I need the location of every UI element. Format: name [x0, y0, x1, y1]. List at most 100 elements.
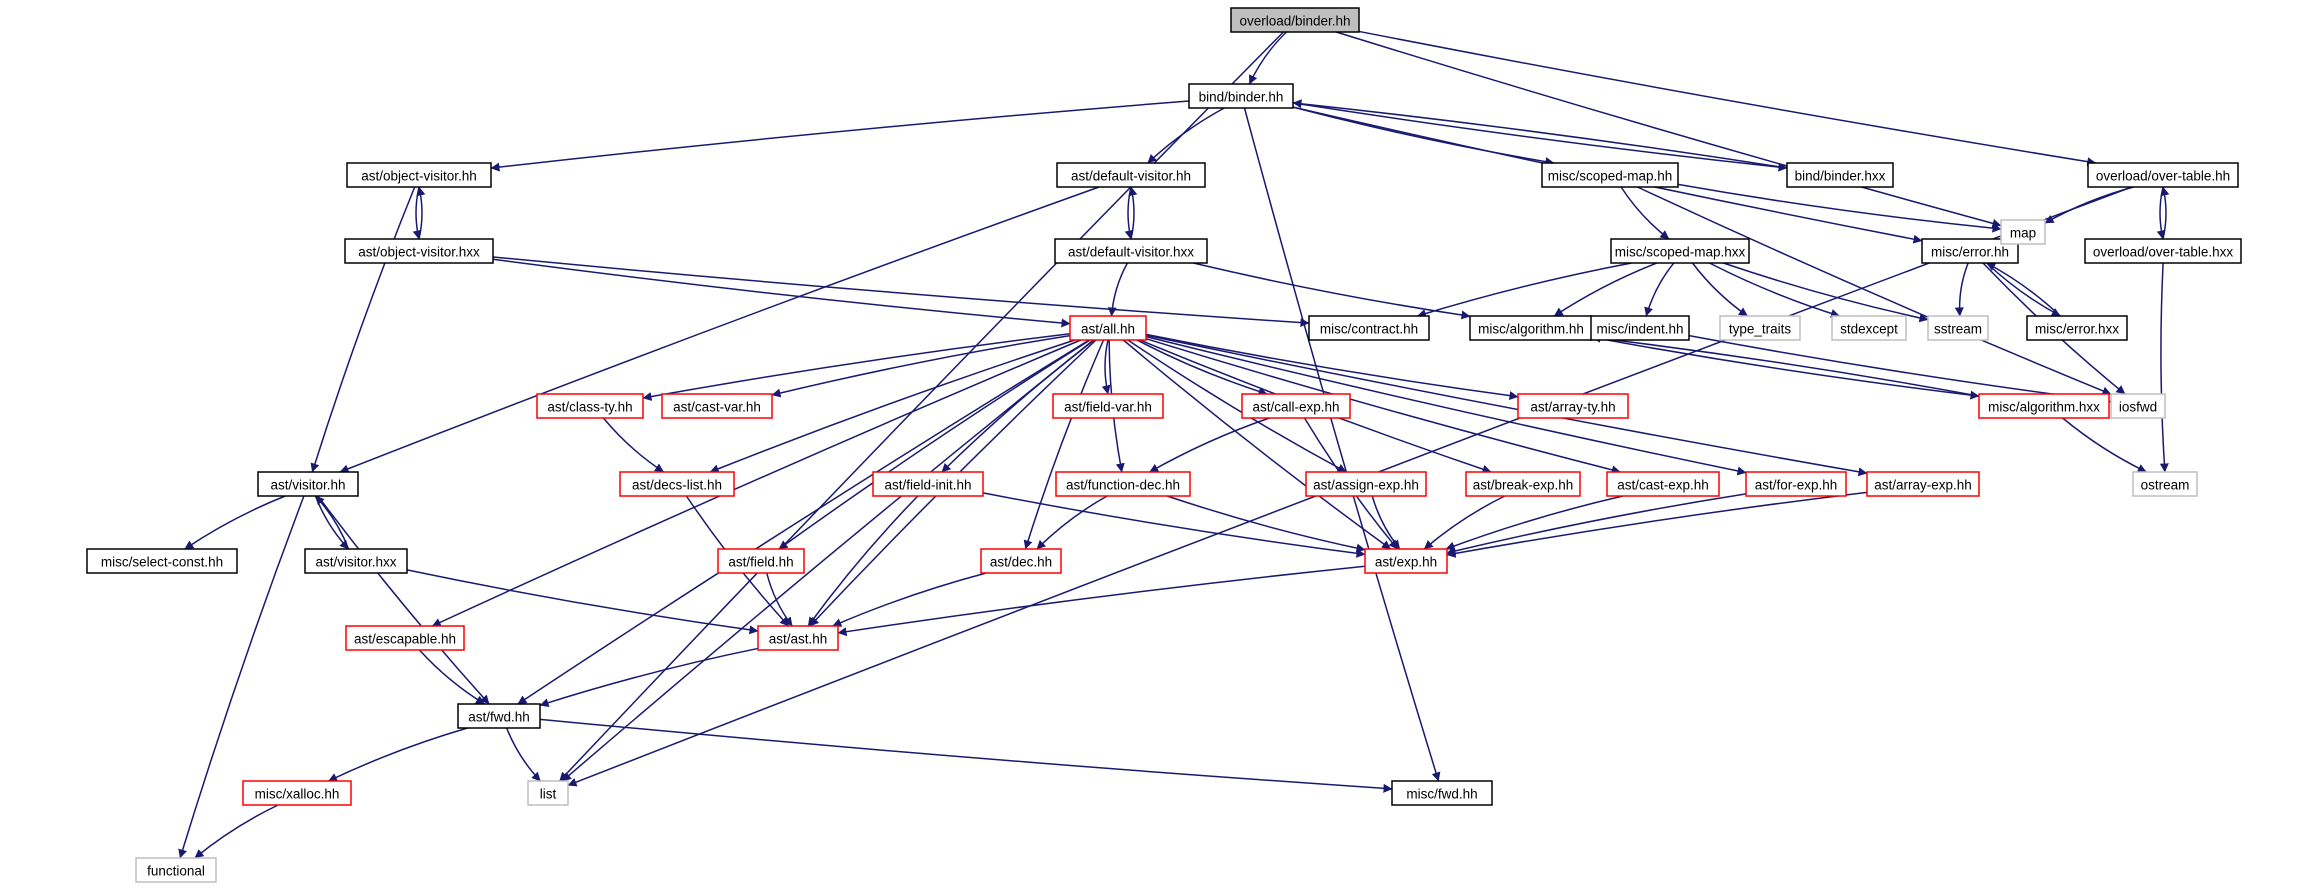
node-type-traits[interactable]: type_traits	[1719, 315, 1801, 341]
node-ast-function-dec-hh[interactable]: ast/function-dec.hh	[1055, 471, 1191, 497]
node-overload-binder-hh[interactable]: overload/binder.hh	[1230, 7, 1360, 33]
node-ast-object-visitor-hh[interactable]: ast/object-visitor.hh	[346, 162, 492, 188]
node-ast-break-exp-hh[interactable]: ast/break-exp.hh	[1465, 471, 1581, 497]
edge-ast_visitor_hh-to-ast_visitor_hxx	[314, 495, 350, 550]
node-ast-exp-hh[interactable]: ast/exp.hh	[1364, 548, 1448, 574]
edge-ast_all_hh-to-ast_fwd_hh	[517, 339, 1090, 705]
edge-ast_default_visitor_hh-to-ast_default_visitor_hxx	[1124, 186, 1134, 240]
node-ast-ast-hh[interactable]: ast/ast.hh	[757, 625, 839, 651]
edge-ast_dec_hh-to-ast_ast_hh	[832, 572, 987, 627]
edge-ast_object_visitor_hxx-to-ast_all_hh	[492, 258, 1071, 328]
edge-overload_over_table_hh-to-overload_over_table_hxx	[2156, 186, 2166, 240]
node-ast-fwd-hh[interactable]: ast/fwd.hh	[457, 703, 541, 729]
edge-ast_all_hh-to-ast_field_var_hh	[1101, 339, 1111, 395]
edge-overload_over_table_hxx-to-ostream	[2159, 262, 2169, 473]
node-box	[2000, 219, 2046, 245]
node-box	[757, 625, 839, 651]
node-box	[1541, 162, 1679, 188]
node-misc-algorithm-hxx[interactable]: misc/algorithm.hxx	[1978, 393, 2110, 419]
edge-misc_error_hh-to-sstream	[1954, 262, 1969, 317]
node-ast-field-hh[interactable]: ast/field.hh	[717, 548, 805, 574]
node-ostream[interactable]: ostream	[2132, 471, 2198, 497]
node-misc-indent-hh[interactable]: misc/indent.hh	[1590, 315, 1690, 341]
node-ast-for-exp-hh[interactable]: ast/for-exp.hh	[1745, 471, 1847, 497]
node-ast-decs-list-hh[interactable]: ast/decs-list.hh	[619, 471, 735, 497]
node-label: ast/field-init.hh	[884, 478, 971, 493]
node-label: misc/algorithm.hxx	[1988, 400, 2100, 415]
node-bind-binder-hh[interactable]: bind/binder.hh	[1188, 83, 1294, 109]
node-overload-over-table-hh[interactable]: overload/over-table.hh	[2087, 162, 2239, 188]
node-sstream[interactable]: sstream	[1927, 315, 1989, 341]
edge-ast_all_hh-to-ast_cast_exp_hh	[1145, 337, 1621, 475]
node-iosfwd[interactable]: iosfwd	[2110, 393, 2166, 419]
edge-bind_binder_hh-to-ast_default_visitor_hh	[1147, 107, 1225, 164]
node-box	[1465, 471, 1581, 497]
edges-layer	[178, 30, 2170, 859]
node-bind-binder-hxx[interactable]: bind/binder.hxx	[1786, 162, 1894, 188]
node-ast-assign-exp-hh[interactable]: ast/assign-exp.hh	[1305, 471, 1427, 497]
edge-bind_binder_hh-to-misc_scoped_map_hh	[1292, 106, 1555, 167]
edge-ast_all_hh-to-ast_for_exp_hh	[1145, 335, 1747, 476]
node-ast-all-hh[interactable]: ast/all.hh	[1069, 315, 1147, 341]
node-label: bind/binder.hh	[1199, 90, 1284, 105]
edge-ast_function_dec_hh-to-ast_dec_hh	[1036, 495, 1108, 550]
node-box	[872, 471, 984, 497]
node-box	[1927, 315, 1989, 341]
node-misc-select-const-hh[interactable]: misc/select-const.hh	[86, 548, 238, 574]
node-misc-contract-hh[interactable]: misc/contract.hh	[1308, 315, 1430, 341]
edge-misc_scoped_map_hxx-to-sstream	[1723, 262, 1929, 323]
edge-ast_all_hh-to-ast_decs_list_hh	[709, 339, 1076, 474]
node-box	[1308, 315, 1430, 341]
node-ast-call-exp-hh[interactable]: ast/call-exp.hh	[1241, 393, 1351, 419]
edge-ast_all_hh-to-ast_array_ty_hh	[1145, 333, 1519, 401]
node-stdexcept[interactable]: stdexcept	[1831, 315, 1907, 341]
edge-ast_all_hh-to-ast_call_exp_hh	[1136, 339, 1268, 396]
node-box	[619, 471, 735, 497]
node-misc-scoped-map-hxx[interactable]: misc/scoped-map.hxx	[1610, 238, 1750, 264]
node-box	[345, 625, 465, 651]
node-box	[1978, 393, 2110, 419]
edge-bind_binder_hh-to-misc_fwd_hh	[1243, 107, 1441, 782]
node-box	[717, 548, 805, 574]
node-list[interactable]: list	[527, 780, 569, 806]
node-box	[980, 548, 1062, 574]
node-ast-default-visitor-hxx[interactable]: ast/default-visitor.hxx	[1054, 238, 1208, 264]
node-ast-visitor-hxx[interactable]: ast/visitor.hxx	[304, 548, 408, 574]
node-ast-visitor-hh[interactable]: ast/visitor.hh	[257, 471, 359, 497]
node-map[interactable]: map	[2000, 219, 2046, 245]
node-ast-escapable-hh[interactable]: ast/escapable.hh	[345, 625, 465, 651]
node-ast-field-var-hh[interactable]: ast/field-var.hh	[1052, 393, 1164, 419]
node-label: iosfwd	[2119, 400, 2157, 415]
node-ast-cast-exp-hh[interactable]: ast/cast-exp.hh	[1606, 471, 1720, 497]
node-ast-field-init-hh[interactable]: ast/field-init.hh	[872, 471, 984, 497]
node-functional[interactable]: functional	[135, 857, 217, 883]
edge-ast_default_visitor_hxx-to-ast_all_hh	[1107, 262, 1129, 317]
node-label: ast/array-exp.hh	[1874, 478, 1972, 493]
node-ast-array-ty-hh[interactable]: ast/array-ty.hh	[1517, 393, 1629, 419]
node-misc-algorithm-hh[interactable]: misc/algorithm.hh	[1469, 315, 1593, 341]
node-ast-object-visitor-hxx[interactable]: ast/object-visitor.hxx	[344, 238, 494, 264]
node-label: ostream	[2141, 478, 2190, 493]
node-label: ast/cast-exp.hh	[1617, 478, 1709, 493]
node-label: misc/error.hh	[1931, 245, 2009, 260]
node-misc-xalloc-hh[interactable]: misc/xalloc.hh	[242, 780, 352, 806]
node-box	[661, 393, 773, 419]
edge-ast_cast_exp_hh-to-ast_exp_hh	[1445, 495, 1624, 551]
edge-overload_binder_hh-to-overload_over_table_hh	[1358, 30, 2097, 167]
node-ast-default-visitor-hh[interactable]: ast/default-visitor.hh	[1056, 162, 1206, 188]
node-box	[1606, 471, 1720, 497]
node-ast-class-ty-hh[interactable]: ast/class-ty.hh	[536, 393, 644, 419]
node-ast-array-exp-hh[interactable]: ast/array-exp.hh	[1866, 471, 1980, 497]
node-misc-error-hxx[interactable]: misc/error.hxx	[2026, 315, 2128, 341]
edge-misc_scoped_map_hh-to-map	[1677, 183, 2002, 233]
node-misc-scoped-map-hh[interactable]: misc/scoped-map.hh	[1541, 162, 1679, 188]
node-ast-dec-hh[interactable]: ast/dec.hh	[980, 548, 1062, 574]
node-misc-fwd-hh[interactable]: misc/fwd.hh	[1391, 780, 1493, 806]
edge-ast_object_visitor_hh-to-ast_object_visitor_hxx	[412, 186, 422, 240]
node-box	[1055, 471, 1191, 497]
node-box	[1866, 471, 1980, 497]
node-overload-over-table-hxx[interactable]: overload/over-table.hxx	[2084, 238, 2242, 264]
node-label: ast/all.hh	[1081, 322, 1135, 337]
node-label: overload/over-table.hh	[2096, 169, 2230, 184]
node-ast-cast-var-hh[interactable]: ast/cast-var.hh	[661, 393, 773, 419]
